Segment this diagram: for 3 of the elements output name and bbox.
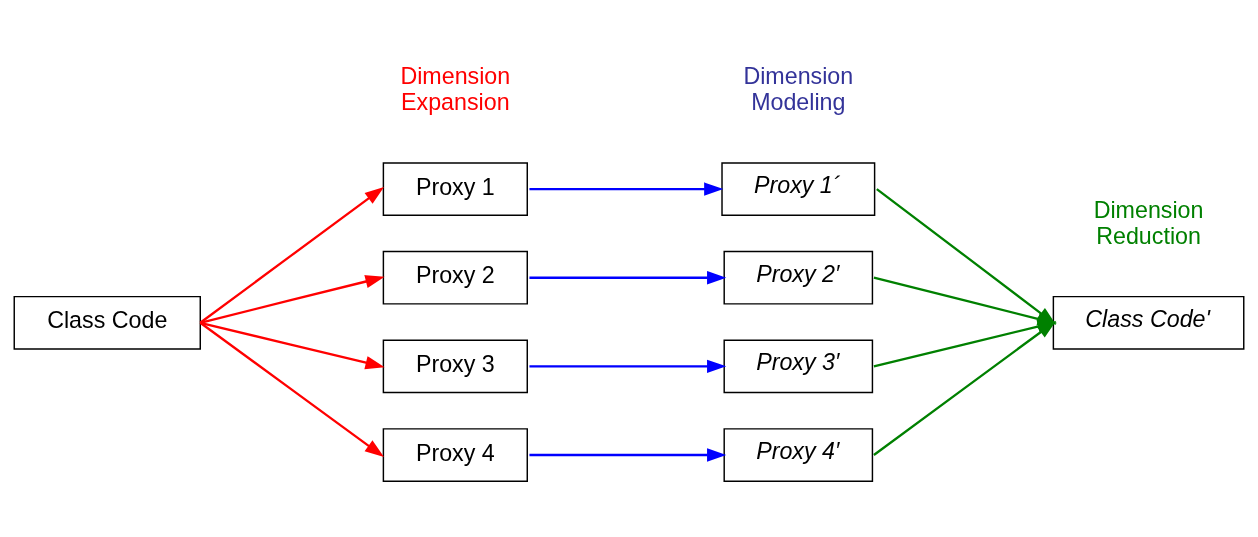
label: Dimension Expansion: [400, 62, 511, 115]
label: Dimension Reduction: [1093, 196, 1204, 249]
label: Dimension Modeling: [743, 62, 854, 115]
